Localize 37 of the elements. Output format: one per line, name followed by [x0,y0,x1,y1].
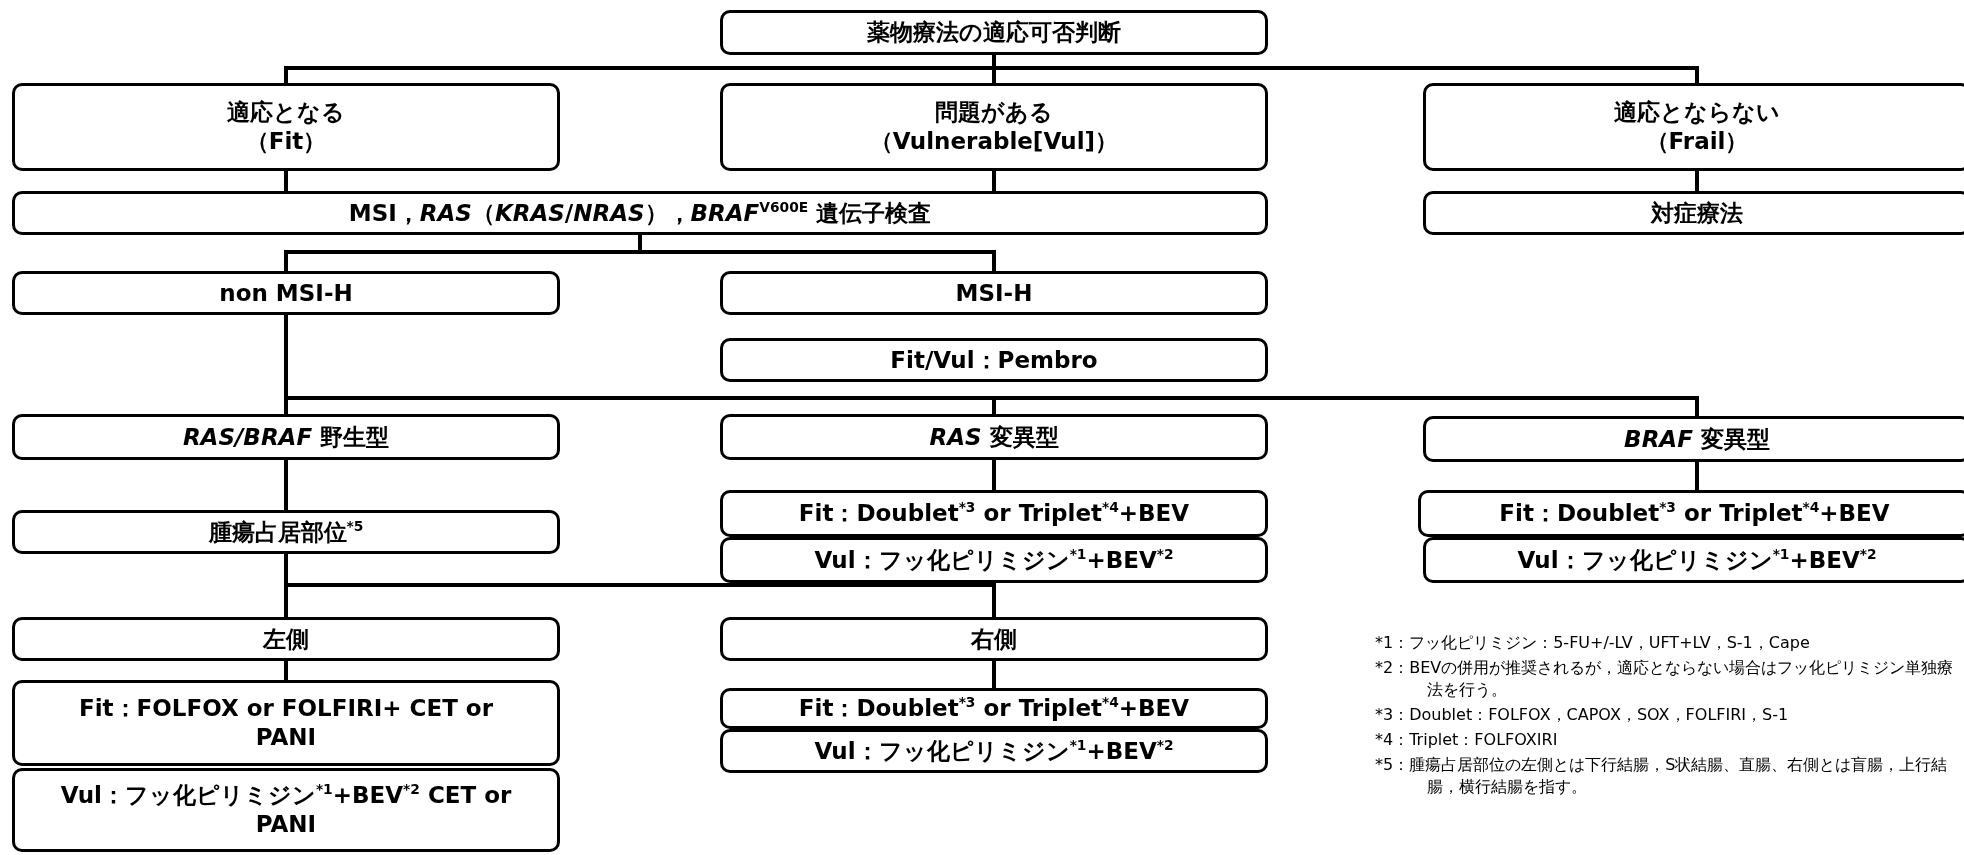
footnote: *2：BEVの併用が推奨されるが，適応とならない場合はフッ化ピリミジン単独療法を行う。 [1375,657,1955,701]
connector-line [1695,462,1699,490]
footnote: *3：Doublet：FOLFOX，CAPOX，SOX，FOLFIRI，S-1 [1375,704,1790,726]
process-box: Vul：フッ化ピリミジン$^{*1}$+BEV$^{*2}$ CET or PANI [12,768,560,852]
footnote: *4：Triplet：FOLFOXIRI [1375,729,1559,751]
process-box: MSI，RAS（KRAS/NRAS），BRAF$^{V600E}$ 遺伝子検査 [12,191,1268,235]
process-box: 右側 [720,617,1268,661]
connector-line [992,171,996,191]
process-box: Fit：Doublet$^{*3}$ or Triplet$^{*4}$+BEV [720,490,1268,537]
connector-line [638,235,996,271]
process-box: 適応となる （Fit） [12,83,560,171]
process-box: 対症療法 [1423,191,1964,235]
process-box: 問題がある （Vulnerable[Vul]） [720,83,1268,171]
process-box: 適応とならない （Frail） [1423,83,1964,171]
process-box: Fit/Vul：Pembro [720,338,1268,382]
process-box: 左側 [12,617,560,661]
process-box: Vul：フッ化ピリミジン$^{*1}$+BEV$^{*2}$ [1423,537,1964,583]
process-box: 腫瘍占居部位$^{*5}$ [12,510,560,554]
footnote: *5：腫瘍占居部位の左側とは下行結腸，S状結腸、直腸、右側とは盲腸，上行結腸，横行結腸を指す。 [1375,754,1949,798]
process-box: BRAF 変異型 [1423,416,1964,462]
process-box: Vul：フッ化ピリミジン$^{*1}$+BEV$^{*2}$ [720,729,1268,773]
connector-line [992,460,996,490]
connector-line [992,661,996,688]
process-box: RAS/BRAF 野生型 [12,414,560,460]
process-box: Fit：Doublet$^{*3}$ or Triplet$^{*4}$+BEV [720,688,1268,729]
footnote: *1：フッ化ピリミジン：5-FU+/-LV，UFT+LV，S-1，Cape [1375,632,1811,654]
decision-box: 薬物療法の適応可否判断 [720,10,1268,55]
connector-line [284,661,288,680]
process-box: MSI-H [720,271,1268,315]
process-box: Vul：フッ化ピリミジン$^{*1}$+BEV$^{*2}$ [720,537,1268,583]
process-box: Fit：Doublet$^{*3}$ or Triplet$^{*4}$+BEV [1418,490,1964,537]
connector-line [1695,171,1699,191]
connector-line [284,460,288,510]
process-box: Fit：FOLFOX or FOLFIRI+ CET or PANI [12,680,560,766]
process-box: non MSI-H [12,271,560,315]
process-box: RAS 変異型 [720,414,1268,460]
connector-line [284,171,288,191]
